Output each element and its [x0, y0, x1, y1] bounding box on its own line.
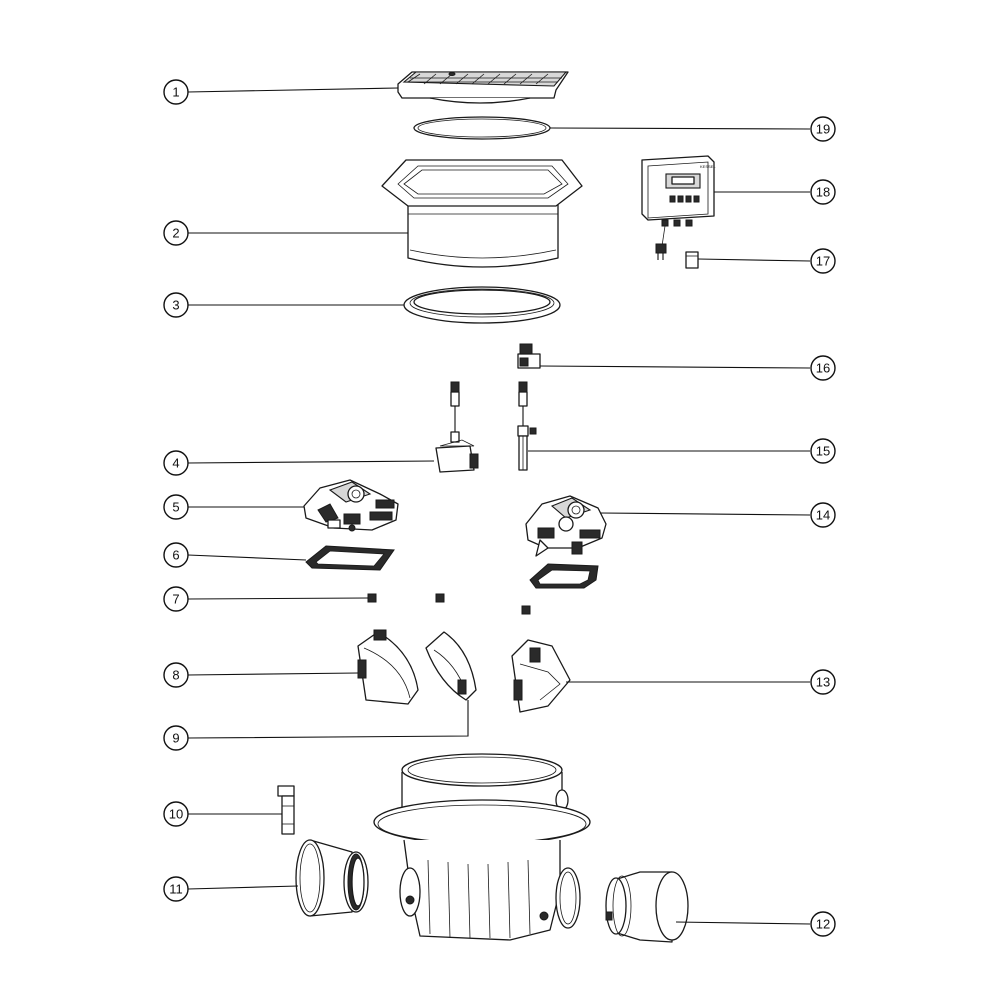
part-10-tube-fitting [277, 785, 295, 835]
callout-label: 1 [172, 85, 179, 100]
callout-label: 7 [172, 592, 179, 607]
callout-label: 12 [816, 917, 830, 932]
callout-4: 4 [163, 450, 189, 476]
callout-17: 17 [810, 248, 836, 274]
part-12-pipe-connector-right [605, 871, 689, 943]
part-gasket-right [529, 563, 599, 589]
callout-label: 13 [816, 675, 830, 690]
part-9-flap-middle [425, 631, 477, 701]
part-13-flap-right [511, 639, 571, 713]
callout-10: 10 [163, 801, 189, 827]
callout-2: 2 [163, 220, 189, 246]
callout-label: 6 [172, 548, 179, 563]
part-1-grating-cover [397, 71, 569, 104]
callout-19: 19 [810, 116, 836, 142]
callout-12: 12 [810, 911, 836, 937]
callout-label: 4 [172, 456, 179, 471]
part-14-flap-unit-right [525, 495, 607, 557]
callout-13: 13 [810, 669, 836, 695]
callout-15: 15 [810, 438, 836, 464]
callout-18: 18 [810, 179, 836, 205]
callout-label: 15 [816, 444, 830, 459]
callout-label: 9 [172, 731, 179, 746]
callout-1: 1 [163, 79, 189, 105]
callout-11: 11 [163, 876, 189, 902]
leader-lines [187, 87, 811, 925]
callout-label: 16 [816, 361, 830, 376]
part-8-flap-left [357, 629, 419, 705]
callout-label: 17 [816, 254, 830, 269]
part-18-controller: KESSEL [641, 155, 716, 260]
part-6-gasket-left [305, 545, 395, 571]
part-16-fitting [517, 343, 541, 369]
callout-label: 3 [172, 298, 179, 313]
part-19-seal-ring [413, 116, 551, 140]
part-17-connector [685, 251, 699, 269]
controller-brand-label: KESSEL [700, 164, 716, 169]
callout-9: 9 [163, 725, 189, 751]
callout-7: 7 [163, 586, 189, 612]
callout-3: 3 [163, 292, 189, 318]
callout-6: 6 [163, 542, 189, 568]
part-15-probe [517, 381, 537, 471]
callout-label: 14 [816, 508, 830, 523]
part-4-sensor [435, 381, 479, 473]
part-2-frame-shaft [381, 159, 583, 268]
part-7-screws [367, 593, 531, 615]
callout-5: 5 [163, 494, 189, 520]
callout-label: 18 [816, 185, 830, 200]
main-body-tank [373, 753, 591, 941]
callout-14: 14 [810, 502, 836, 528]
callout-label: 8 [172, 668, 179, 683]
callout-16: 16 [810, 355, 836, 381]
part-3-gasket-ring [403, 286, 561, 324]
callout-label: 5 [172, 500, 179, 515]
callout-label: 2 [172, 226, 179, 241]
callout-8: 8 [163, 662, 189, 688]
callout-label: 10 [169, 807, 183, 822]
part-11-pipe-connector-left [295, 839, 369, 917]
callout-label: 19 [816, 122, 830, 137]
callout-label: 11 [169, 882, 183, 897]
part-5-flap-unit-left [303, 479, 399, 532]
